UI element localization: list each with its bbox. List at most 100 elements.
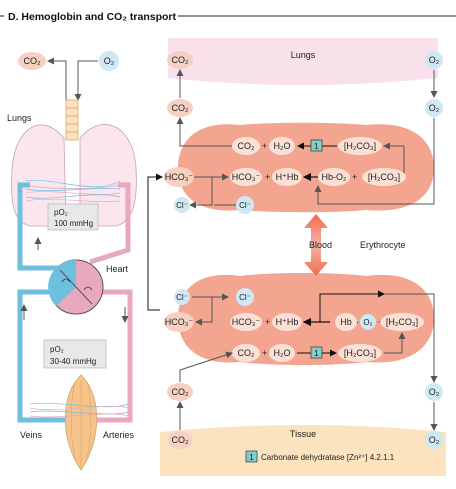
blood-label: Blood — [309, 240, 332, 250]
o2-rbc-tissue-bubble — [360, 314, 376, 330]
h2co3-lungs-2: [H₂CO₃] — [368, 172, 400, 182]
hco3-rbc-lungs-bubble — [230, 168, 262, 186]
o2-inhaled-bubble — [99, 51, 119, 71]
plus-1: + — [262, 141, 267, 151]
tissue-capillaries — [29, 402, 129, 418]
enzyme-box-lungs — [310, 139, 323, 152]
cl-plasma-tissue: Cl⁻ — [176, 293, 188, 302]
o2-tissue: O₂ — [429, 435, 440, 445]
hco3-rbc-lungs: HCO₃⁻ — [232, 172, 261, 182]
co2-plasma-lungs: CO₂ — [172, 103, 190, 113]
erythrocyte-label: Erythrocyte — [360, 240, 406, 250]
co2-exhaled-bubble — [18, 52, 46, 70]
h-hb-lungs-bubble — [272, 168, 302, 186]
h-hb-tissue: H⁺Hb — [276, 317, 299, 327]
co2-exhaled-label: CO₂ — [24, 56, 42, 66]
hb-tissue-bubble — [335, 313, 357, 331]
co2-tissue: CO₂ — [172, 435, 190, 445]
pulmonary-vein-left — [17, 182, 58, 271]
o2-into-rbc-arrow — [314, 118, 435, 205]
po2-lungs-line2: 100 mmHg — [54, 219, 93, 228]
o2-in-arrow — [74, 60, 98, 101]
tissue-band-label: Tissue — [290, 429, 316, 439]
lungs-label: Lungs — [7, 113, 32, 123]
h2co3-shift-arrow-tissue — [384, 332, 406, 354]
muscle-fibres — [70, 380, 92, 468]
cl-rbc-tissue-bubble — [236, 288, 254, 306]
h-hb-tissue-bubble — [272, 313, 302, 331]
h2co3-shift-arrow-lungs — [383, 142, 405, 176]
enzyme-number-tissue: 1 — [314, 349, 319, 358]
right-panel: Lungs Tissue Blood Erythrocyte CO₂ CO₂ O… — [147, 38, 446, 476]
h2co3-lungs-bubble — [338, 137, 382, 155]
hco3-rbc-tissue: HCO₃⁻ — [232, 317, 261, 327]
o2-plasma-lungs: O₂ — [429, 103, 440, 113]
heart-valves — [61, 278, 93, 291]
heart-right-side — [48, 259, 76, 306]
hb-o2-lungs: Hb-O₂ — [322, 172, 348, 182]
plus-4: + — [265, 317, 270, 327]
enzyme-box-tissue — [310, 346, 323, 359]
cl-rbc-lungs: Cl⁻ — [239, 201, 251, 210]
left-lung — [11, 124, 67, 227]
po2-tissue-line1: pO₂ — [50, 345, 64, 354]
o2-inhaled-label: O₂ — [104, 56, 115, 66]
pulmonary-artery-right — [89, 182, 131, 265]
co2-tissue-bubble — [167, 431, 193, 449]
co2-rbc-lungs-bubble — [232, 137, 260, 155]
o2-tissue-bubble — [425, 431, 443, 449]
panel-title: D. Hemoglobin and CO₂ transport — [8, 11, 177, 23]
legend-enzyme-text: Carbonate dehydratase [Zn²⁺] 4.2.1.1 — [261, 453, 395, 462]
h2o-tissue-bubble — [269, 344, 295, 362]
veins-label: Veins — [20, 430, 43, 440]
systemic-artery — [96, 289, 133, 423]
h2co3-lungs-2-bubble — [362, 168, 406, 186]
o2-plasma-tissue-bubble — [425, 383, 443, 401]
o2-release-arrow — [384, 293, 438, 383]
co2-plasma-lungs-bubble — [167, 99, 193, 117]
co2-plasma-tissue-bubble — [167, 383, 193, 401]
plus-6: + — [262, 348, 267, 358]
cl-plasma-tissue-bubble — [174, 289, 190, 305]
hco3-plasma-tissue-bubble — [164, 312, 194, 332]
h2co3-tissue: [H₂CO₃] — [344, 348, 376, 358]
cl-out-arrow — [189, 177, 213, 209]
o2-lungs-in: O₂ — [429, 55, 440, 65]
co2-rbc-tissue: CO₂ — [238, 348, 256, 358]
cl-rbc-lungs-bubble — [236, 196, 254, 214]
o2-lungs-in-bubble — [425, 51, 443, 69]
po2-lungs-box — [47, 203, 99, 231]
hco3-plasma-tissue: HCO₃⁻ — [165, 317, 194, 327]
left-panel: CO₂ O₂ Lungs pO₂ 100 mmHg — [7, 51, 137, 471]
h-hb-lungs: H⁺Hb — [276, 172, 299, 182]
h2co3-tissue-2: [H₂CO₃] — [386, 317, 418, 327]
cl-plasma-lungs-bubble — [174, 197, 190, 213]
legend-enzyme-box — [245, 450, 258, 463]
hco3-out-arrow — [195, 297, 213, 326]
plus-2: + — [265, 172, 270, 182]
hco3-transport-arrow — [147, 173, 163, 311]
erythrocyte-lungs — [178, 122, 434, 213]
legend-enzyme-number: 1 — [249, 453, 254, 462]
co2-plasma-tissue: CO₂ — [172, 387, 190, 397]
po2-tissue-line2: 30-40 mmHg — [50, 357, 96, 366]
lungs-band — [168, 38, 438, 85]
h2o-lungs: H₂O — [274, 141, 291, 151]
systemic-vein — [17, 289, 66, 423]
trachea — [65, 99, 79, 141]
h2co3-lungs: [H₂CO₃] — [344, 141, 376, 151]
po2-tissue-box — [43, 339, 107, 369]
co2-rbc-tissue-bubble — [232, 344, 260, 362]
trachea-rings — [66, 107, 78, 133]
hb-loop-arrow — [319, 290, 385, 322]
hb-dash: · — [356, 317, 359, 327]
arteries-label: Arteries — [103, 430, 135, 440]
blood-exchange-arrow — [304, 214, 328, 276]
co2-rbc-lungs: CO₂ — [238, 141, 256, 151]
hco3-plasma-lungs: HCO₃⁻ — [165, 172, 194, 182]
lungs-band-label: Lungs — [291, 50, 316, 60]
hb-o2-lungs-bubble — [318, 168, 350, 186]
heart-septum — [59, 269, 93, 305]
h2o-tissue: H₂O — [274, 348, 291, 358]
co2-diffuse-out-arrow — [176, 117, 232, 147]
